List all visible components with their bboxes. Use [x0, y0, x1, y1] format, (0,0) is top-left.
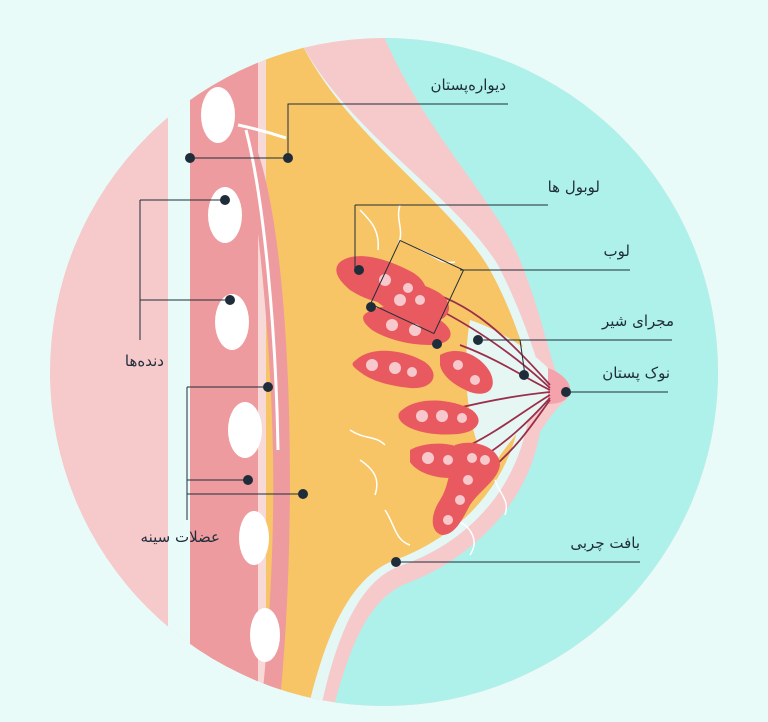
- rib: [201, 87, 235, 143]
- rib: [208, 187, 242, 243]
- lobe-outline: [369, 239, 465, 335]
- muscle-highlight: [244, 129, 280, 451]
- lobule-cells: [366, 274, 490, 525]
- leader-milk-duct: [478, 339, 672, 376]
- leader-muscles: [186, 386, 303, 520]
- leader-breast-wall: [287, 103, 508, 158]
- rib: [239, 511, 269, 565]
- rib: [228, 402, 262, 458]
- chest-wall-strip: [168, 38, 190, 706]
- label-fat-tissue: بافت چربی: [570, 534, 640, 552]
- label-breast-wall: دیوارەپستان: [430, 76, 506, 94]
- pectoral-muscle: [236, 110, 290, 700]
- label-lobe: لوب: [603, 242, 630, 260]
- label-pectoral-muscles: عضلات سینه: [140, 528, 220, 546]
- muscle-tendon: [237, 123, 287, 140]
- lobule: [440, 351, 493, 394]
- lobule: [363, 306, 451, 345]
- leader-lines: [139, 103, 672, 563]
- leader-ribs: [139, 199, 230, 340]
- ribs-group: [201, 87, 280, 662]
- label-nipple: نوک پستان: [602, 364, 670, 382]
- label-ribs: دنده‌ها: [124, 352, 164, 370]
- pointer-dots: [185, 153, 571, 567]
- lobule: [432, 442, 500, 535]
- label-lobules: لوبول ها: [547, 178, 600, 196]
- rib: [215, 294, 249, 350]
- rib: [250, 608, 280, 662]
- muscle-strip: [258, 38, 266, 706]
- label-milk-duct: مجرای شیر: [601, 312, 674, 330]
